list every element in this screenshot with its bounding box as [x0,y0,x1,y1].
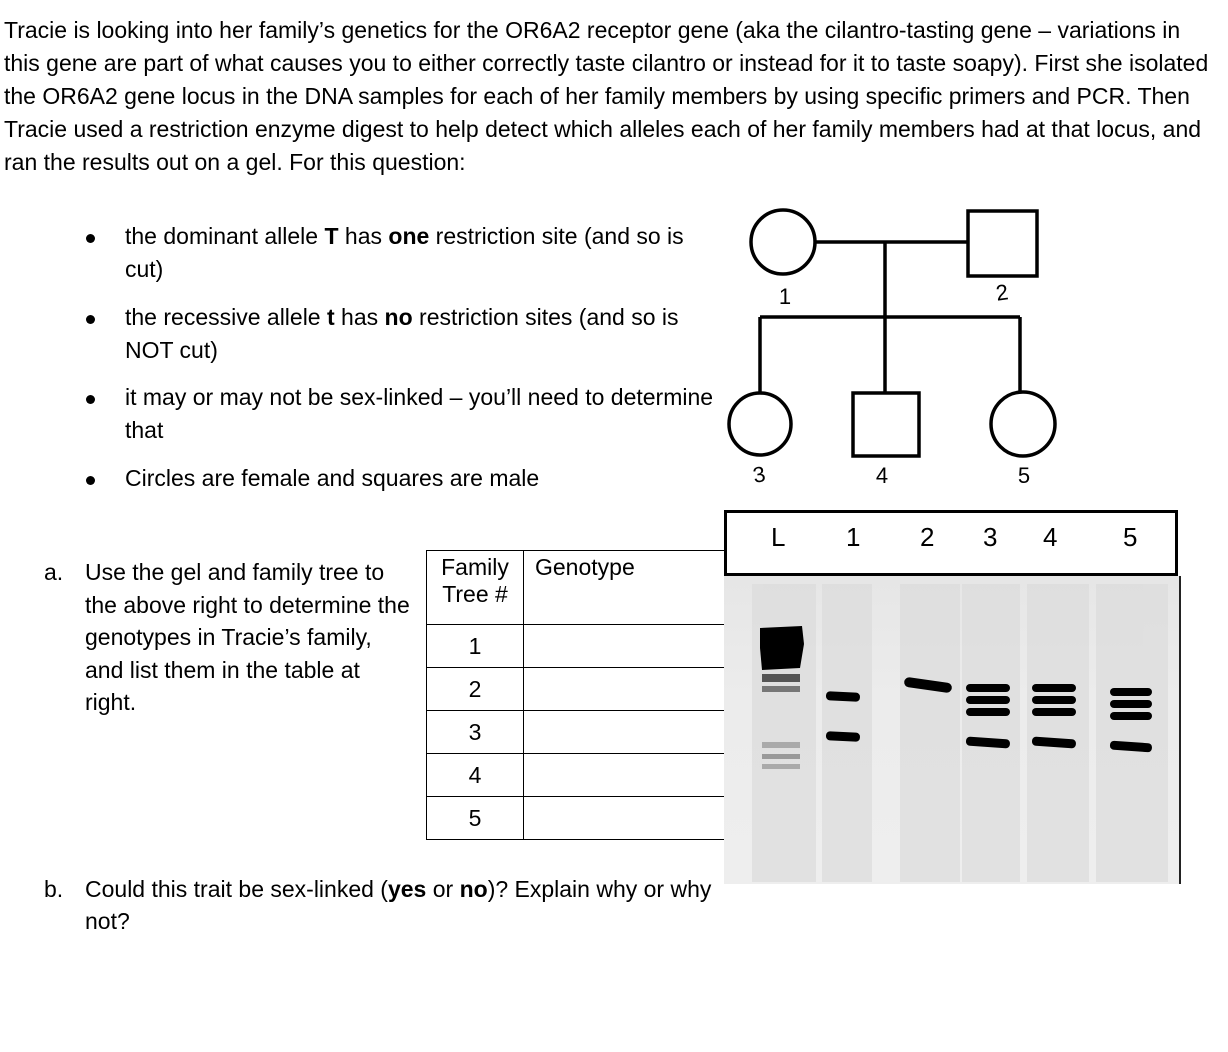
bullet-text: has [338,223,389,249]
gel-band [965,736,1010,749]
bullet-text: restriction site (and so is cut) [125,223,684,282]
gel-band [1110,688,1152,696]
allele-symbol: T [324,223,339,249]
ladder-band [762,686,800,692]
gel-lane-header [724,510,1178,576]
ladder-band [762,764,800,769]
lane-label-2: 2 [920,522,935,552]
bullet-text: restriction sites (and so is NOT cut) [125,304,679,363]
pedigree-label-4: 4 [876,463,888,488]
gel-band [904,677,952,693]
gel-band [966,684,1010,692]
gel-band [1032,708,1076,716]
question-label: a. [44,559,64,585]
bullet-dot-icon [86,395,95,404]
genotype-cell[interactable] [523,796,728,840]
table-row: 1 [426,624,728,668]
gel-lane [962,584,1020,882]
genotype-cell[interactable] [523,624,728,668]
gel-bands [752,584,1168,882]
bullet-text: the dominant allele [125,223,325,249]
table-row: 5 [426,796,728,840]
female-5-shape [989,390,1057,458]
bullet-text: the recessive allele [125,304,327,330]
gel-band [966,696,1010,704]
pedigree-label-3: 3 [751,461,767,488]
gel-image: L 1 2 3 4 5 [722,508,1182,886]
pedigree-label-5: 5 [1018,463,1030,488]
lane-label-3: 3 [983,522,998,552]
female-1-shape [749,208,817,276]
family-number: 2 [426,667,524,711]
allele-symbol: t [327,304,335,330]
gel-band [1110,712,1152,720]
gel-band [1031,736,1076,749]
table-row: 4 [426,753,728,797]
gel-lane [900,584,960,882]
lane-4-bands [1031,684,1076,749]
bullet-text: Circles are female and squares are male [125,465,540,491]
gel-band [1109,740,1152,753]
question-text: Use the gel and family tree to the above… [85,559,410,715]
bullet-text: it may or may not be sex-linked – you’ll… [125,384,714,443]
lane-label-ladder: L [771,522,786,552]
bold-word: no [384,304,413,330]
lane-label-1: 1 [846,522,861,552]
header-genotype: Genotype [523,550,728,625]
pedigree-label-1: 1 [779,284,791,309]
ladder-band [762,674,800,682]
lane-3-bands [965,684,1010,749]
pedigree-chart: 1 2 3 4 5 [727,208,1057,488]
lane-5-bands [1109,688,1152,753]
genotype-cell[interactable] [523,710,728,754]
gel-band [1110,700,1152,708]
ladder-band [762,742,800,748]
family-number: 5 [426,796,524,840]
pedigree-label-2: 2 [994,279,1010,305]
male-4-shape [851,391,921,458]
ladder-band-large [760,626,804,670]
genotype-cell[interactable] [523,667,728,711]
bullet-dot-icon [86,476,95,485]
table-row: 2 [426,667,728,711]
gel-band [825,731,860,742]
ladder-bands [760,626,804,769]
genotype-cell[interactable] [523,753,728,797]
gel-band [966,708,1010,716]
lane-2-bands [904,677,952,693]
bullet-dot-icon [86,315,95,324]
family-number: 3 [426,710,524,754]
lane-label-4: 4 [1043,522,1058,552]
family-number: 4 [426,753,524,797]
family-number: 1 [426,624,524,668]
male-2-shape [966,209,1039,278]
gel-band [825,691,860,702]
question-label: b. [44,876,64,902]
gel-lane [1027,584,1089,882]
bullet-text: has [334,304,385,330]
bold-word: one [388,223,430,249]
ladder-band [762,754,800,759]
gel-band [1032,684,1076,692]
bullet-dot-icon [86,234,95,243]
gel-lane [1096,584,1168,882]
intro-paragraph: Tracie is looking into her family’s gene… [4,17,1209,175]
lane-label-5: 5 [1123,522,1138,552]
question-text: Could this trait be sex-linked (yes or n… [85,876,712,934]
gel-band [1032,696,1076,704]
lane-1-bands [825,691,860,742]
female-3-shape [727,391,793,457]
table-row: 3 [426,710,728,754]
